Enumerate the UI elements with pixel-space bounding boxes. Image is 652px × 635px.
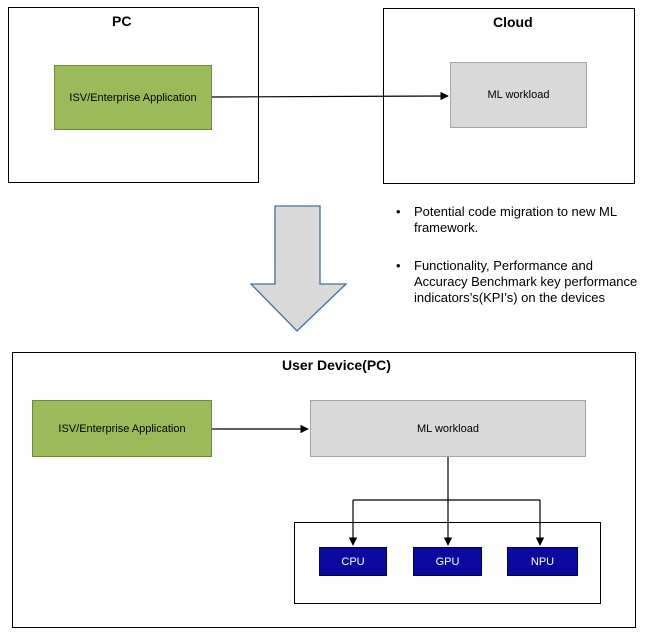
user-device-title: User Device(PC)	[282, 357, 391, 373]
cpu-label: CPU	[341, 555, 365, 568]
isv-app-label-top: ISV/Enterprise Application	[69, 91, 197, 104]
ml-workload-label-top: ML workload	[487, 89, 550, 101]
ml-workload-box-top: ML workload	[450, 62, 587, 128]
note-item: Functionality, Performance and Accuracy …	[396, 258, 646, 306]
isv-app-box-bottom: ISV/Enterprise Application	[32, 400, 212, 457]
isv-app-box-top: ISV/Enterprise Application	[54, 65, 212, 130]
migration-down-arrow-icon	[249, 205, 348, 332]
cpu-box: CPU	[319, 547, 387, 576]
isv-app-label-bottom: ISV/Enterprise Application	[58, 422, 186, 435]
cloud-title: Cloud	[493, 14, 533, 30]
npu-label: NPU	[530, 555, 555, 568]
workload-to-processors-connector	[348, 457, 545, 546]
notes-list: Potential code migration to new ML frame…	[396, 204, 646, 328]
ml-workload-label-bottom: ML workload	[417, 422, 479, 435]
note-item: Potential code migration to new ML frame…	[396, 204, 646, 236]
arrow-app-to-cloud-workload	[211, 91, 449, 101]
npu-box: NPU	[507, 547, 578, 576]
gpu-box: GPU	[413, 547, 482, 576]
ml-workload-box-bottom: ML workload	[310, 400, 586, 457]
pc-title: PC	[112, 13, 132, 29]
gpu-label: GPU	[435, 555, 460, 568]
